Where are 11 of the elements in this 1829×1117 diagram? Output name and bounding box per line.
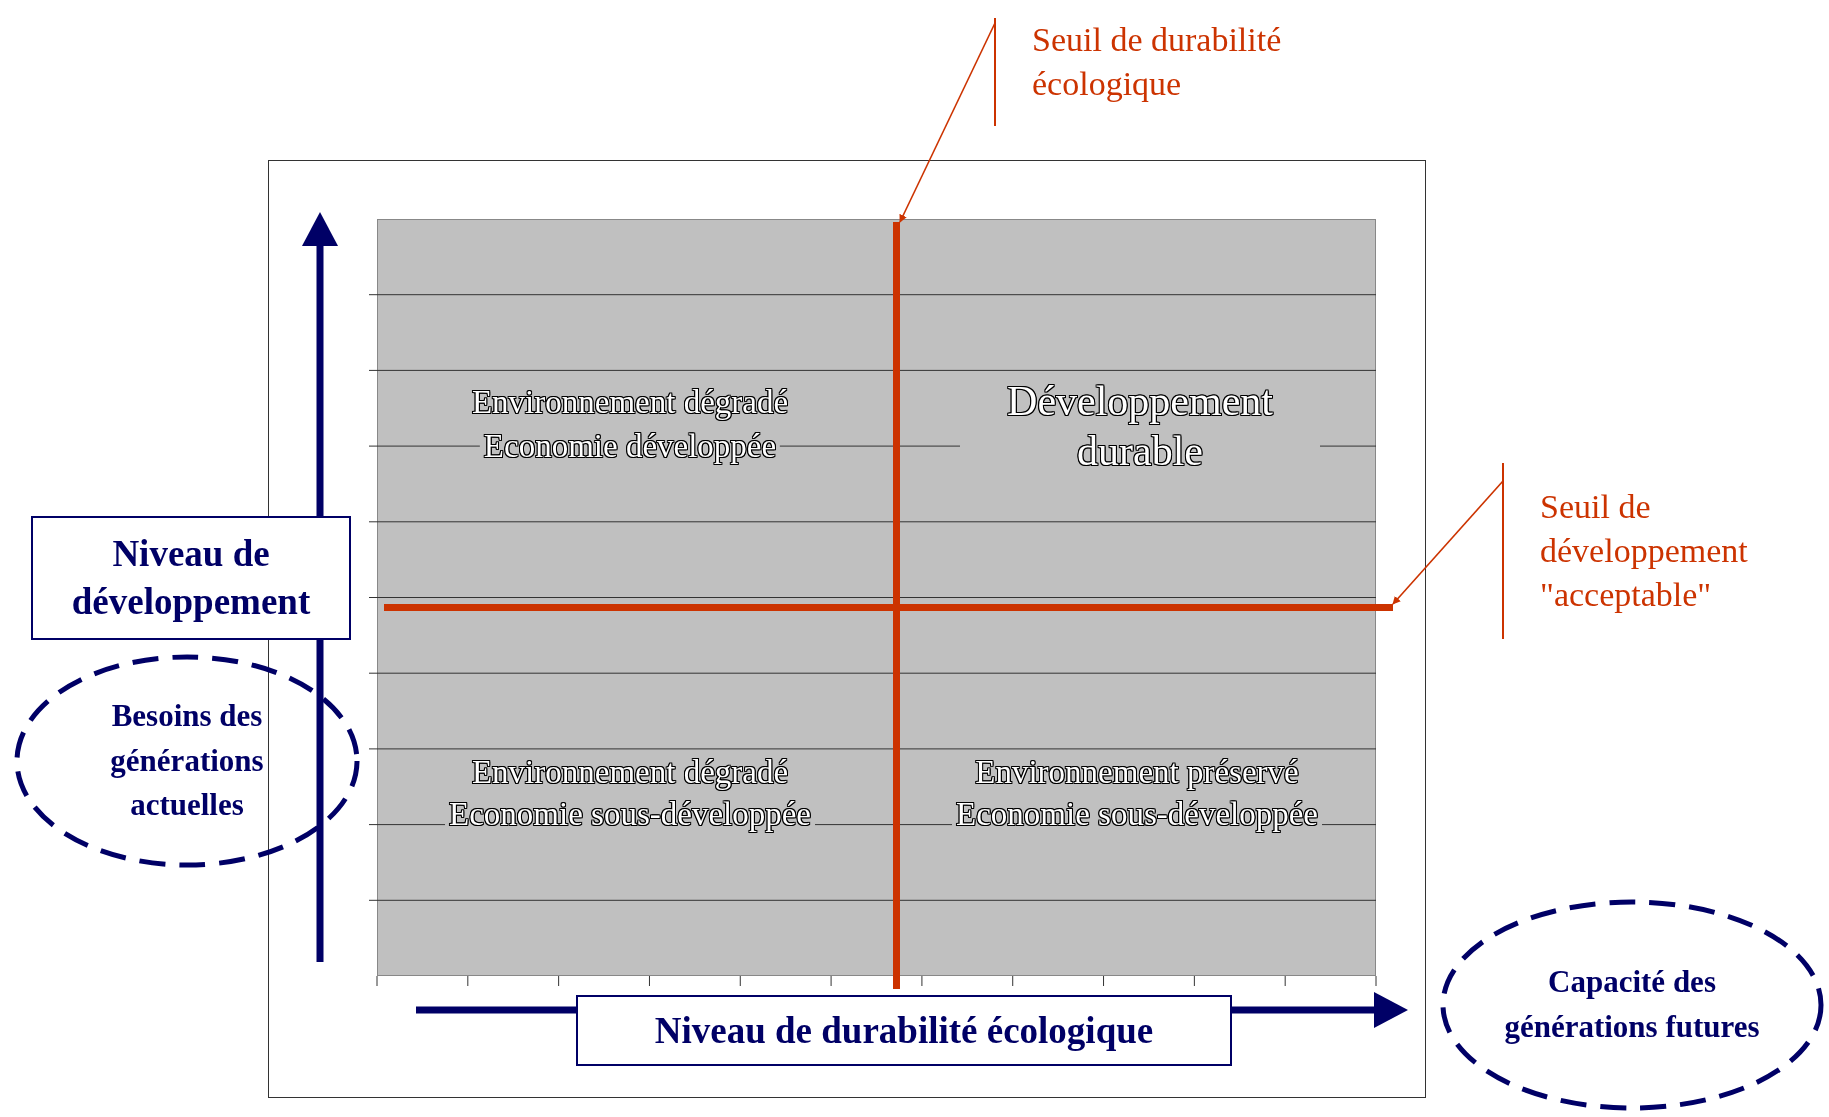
quadrant-label: Economie développée xyxy=(479,430,781,463)
callout-text: Seuil de développement "acceptable" xyxy=(1502,463,1822,639)
callout-text: Seuil de durabilité écologique xyxy=(994,18,1324,126)
dashed-ellipse: Capacité des générations futures xyxy=(1440,899,1824,1111)
quadrant-label: Economie sous-développée xyxy=(445,798,815,831)
axis-title-box: Niveau de développement xyxy=(31,516,351,640)
axis-title-box: Niveau de durabilité écologique xyxy=(576,995,1232,1066)
dashed-ellipse: Besoins des générations actuelles xyxy=(14,654,360,868)
leader-arrow xyxy=(899,22,996,223)
quadrant-label: Economie sous-développée xyxy=(952,798,1322,831)
leader-arrow xyxy=(1392,480,1504,605)
